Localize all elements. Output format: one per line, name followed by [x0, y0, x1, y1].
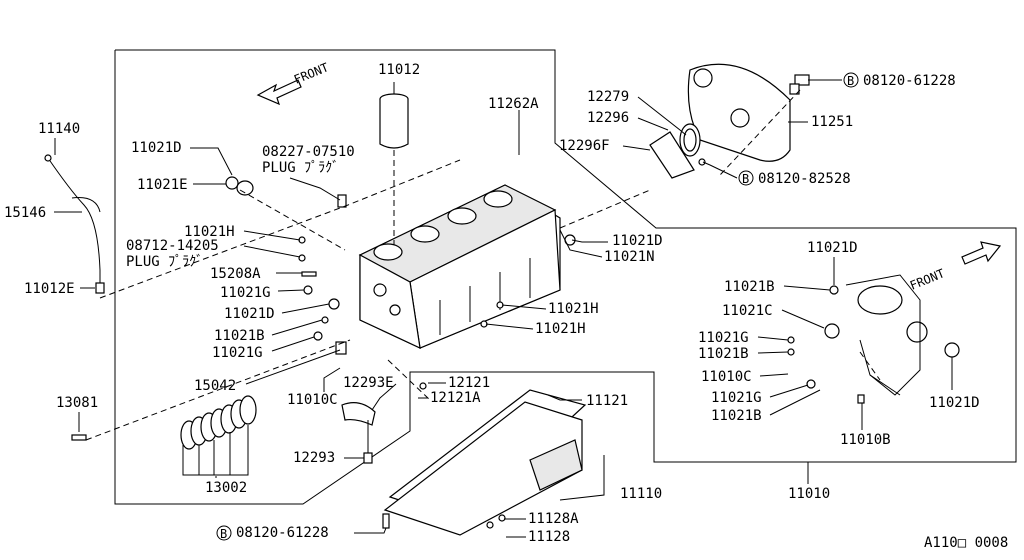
svg-text:B: B: [847, 74, 854, 88]
part-label-p12296F: 12296F: [559, 138, 610, 154]
leader-lines: [54, 79, 953, 538]
part-label-p11140: 11140: [38, 121, 80, 137]
part-label-plug1: PLUG ﾌﾟﾗｸﾞ: [262, 160, 339, 176]
part-label-p11021D_c: 11021D: [612, 233, 663, 249]
part-label-p11021N: 11021N: [604, 249, 655, 265]
part-label-p08120_82528: 08120-82528: [758, 171, 851, 187]
part-label-p11021H_b: 11021H: [548, 301, 599, 317]
part-label-p08120_61228a: 08120-61228: [863, 73, 956, 89]
part-labels: 11012 11262A 11140 15146 11012E 11021D 11021E 0…: [4, 62, 1008, 551]
b-mark-1: B: [843, 72, 859, 88]
part-label-p12293: 12293: [293, 450, 335, 466]
part-label-p13002: 13002: [205, 480, 247, 496]
part-label-p11251: 11251: [811, 114, 853, 130]
part-label-p15042: 15042: [194, 378, 236, 394]
part-label-p11010C_a: 11010C: [287, 392, 338, 408]
rear-oil-seal: [649, 123, 701, 179]
part-label-p12121A: 12121A: [430, 390, 481, 406]
part-label-p11021C: 11021C: [722, 303, 773, 319]
part-label-plug2: PLUG ﾌﾟﾗｸﾞ: [126, 254, 203, 270]
b-mark-2: B: [738, 170, 754, 186]
part-label-p11021G_c: 11021G: [698, 330, 749, 346]
part-label-p11010C_b: 11010C: [701, 369, 752, 385]
rear-plate: [687, 63, 791, 162]
front-label-right: FRONT: [908, 266, 947, 293]
part-label-p11128: 11128: [528, 529, 570, 545]
front-arrow-left: FRONT: [256, 60, 331, 106]
part-label-ref: A110□ 0008: [924, 535, 1008, 551]
front-arrow-right: FRONT: [908, 241, 1002, 293]
part-label-p11021B_b: 11021B: [724, 279, 775, 295]
oil-pan: [383, 389, 587, 536]
part-label-p11021G_b: 11021G: [212, 345, 263, 361]
part-label-p12121: 12121: [448, 375, 490, 391]
part-label-p11262A: 11262A: [488, 96, 539, 112]
part-label-p11021H_c: 11021H: [535, 321, 586, 337]
cylinder-liner: [379, 82, 409, 149]
part-label-p11021D_a: 11021D: [131, 140, 182, 156]
part-label-p11021G_d: 11021G: [711, 390, 762, 406]
part-label-p08712: 08712-14205: [126, 238, 219, 254]
part-label-p13081: 13081: [56, 395, 98, 411]
part-label-p11021D_b: 11021D: [224, 306, 275, 322]
part-label-p11021G_a: 11021G: [220, 285, 271, 301]
part-label-p15208A: 15208A: [210, 266, 261, 282]
cylinder-block: [358, 184, 561, 350]
front-label-left: FRONT: [292, 60, 331, 87]
part-label-p11012E: 11012E: [24, 281, 75, 297]
part-label-p11021B_d: 11021B: [711, 408, 762, 424]
part-label-p11021H_a: 11021H: [184, 224, 235, 240]
part-label-p11021D_d: 11021D: [807, 240, 858, 256]
svg-text:B: B: [220, 527, 227, 541]
part-label-p12296: 12296: [587, 110, 629, 126]
part-label-p11128A: 11128A: [528, 511, 579, 527]
part-label-p08227: 08227-07510: [262, 144, 355, 160]
svg-text:B: B: [742, 172, 749, 186]
main-frame: [114, 49, 1017, 505]
front-detail: [787, 274, 960, 404]
part-label-p11021B_a: 11021B: [214, 328, 265, 344]
part-label-p12293E: 12293E: [343, 375, 394, 391]
part-label-p11121: 11121: [586, 393, 628, 409]
part-label-p11021B_c: 11021B: [698, 346, 749, 362]
part-label-p11021D_e: 11021D: [929, 395, 980, 411]
part-label-p12279: 12279: [587, 89, 629, 105]
part-label-p11021E: 11021E: [137, 177, 188, 193]
plugs-left: [71, 158, 706, 529]
b-mark-3: B: [216, 525, 232, 541]
part-label-p11010: 11010: [788, 486, 830, 502]
part-label-p11010B: 11010B: [840, 432, 891, 448]
dashed-assembly-lines: [85, 89, 881, 441]
part-label-p11110: 11110: [620, 486, 662, 502]
part-label-p15146: 15146: [4, 205, 46, 221]
bearing-cap: [341, 402, 376, 464]
oil-level-gauge: [44, 154, 105, 294]
part-label-p11012: 11012: [378, 62, 420, 78]
part-label-p08120_61228b: 08120-61228: [236, 525, 329, 541]
piston-rings: [180, 395, 257, 476]
